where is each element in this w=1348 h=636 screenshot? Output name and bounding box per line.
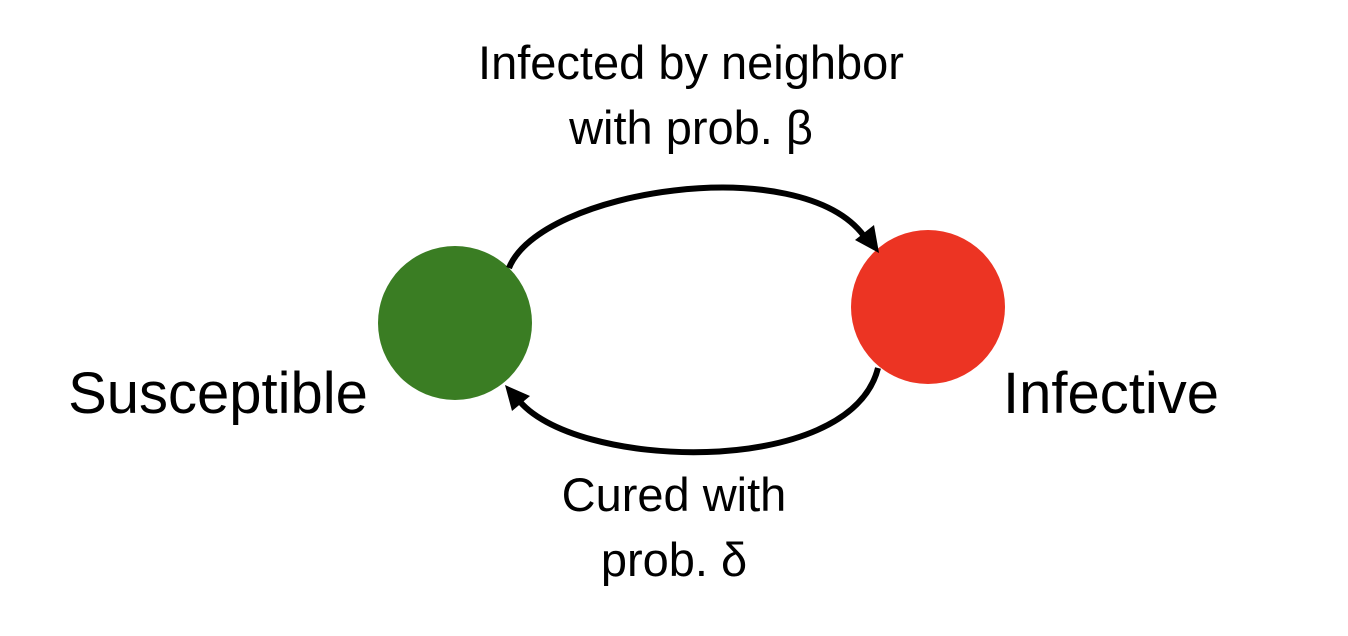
cure-arc (514, 367, 881, 456)
cure-arrow (505, 367, 881, 456)
infective-node (851, 230, 1005, 384)
infective-label: Infective (1003, 361, 1219, 426)
susceptible-label: Susceptible (68, 361, 368, 426)
cure-label-line2: prob. δ (601, 533, 747, 586)
infection-arc (506, 184, 867, 270)
cure-label-line1: Cured with (562, 468, 787, 521)
infection-arrow (506, 184, 879, 270)
susceptible-node (378, 246, 532, 400)
infection-label-line1: Infected by neighbor (478, 36, 904, 89)
cure-arrowhead (505, 385, 530, 411)
infection-arrowhead (855, 225, 879, 253)
infection-label-line2: with prob. β (568, 101, 813, 154)
